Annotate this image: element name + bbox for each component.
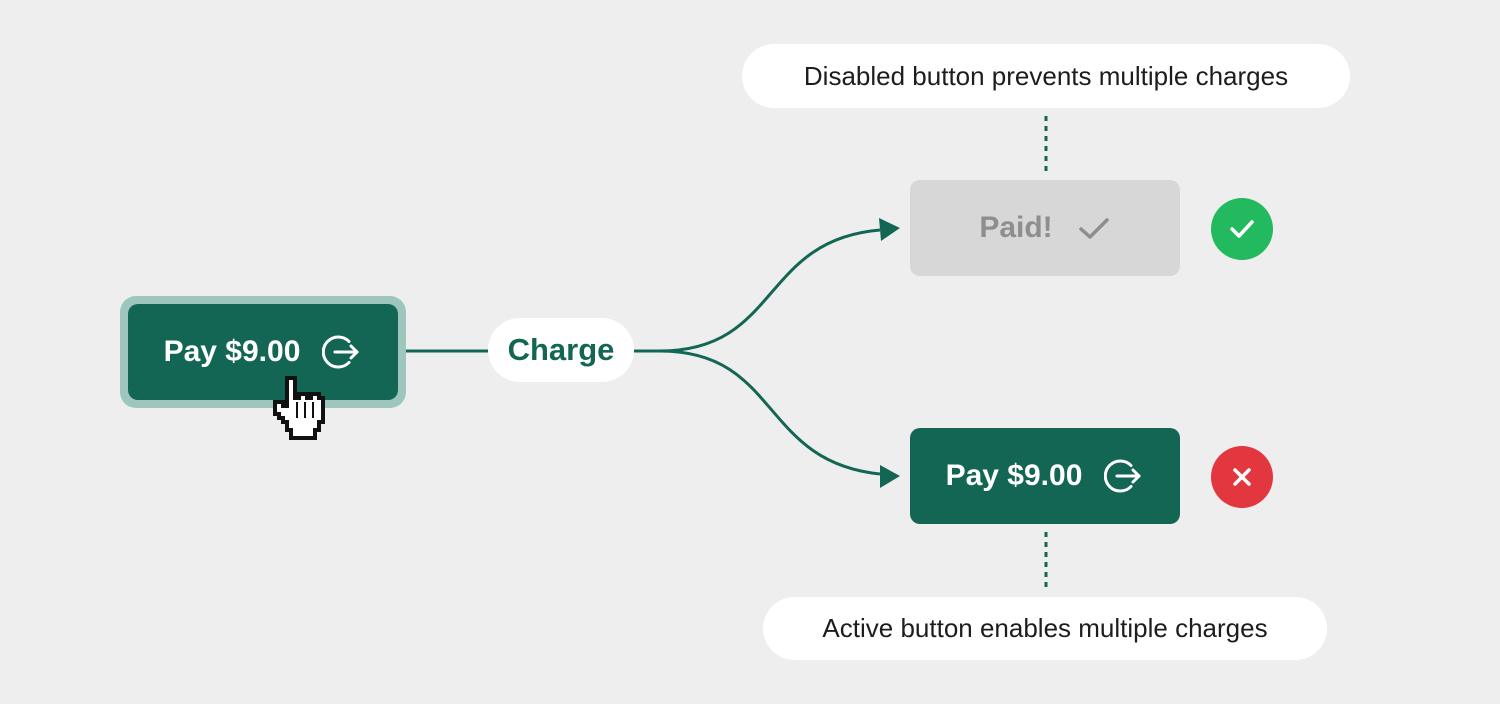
pay-button-active[interactable]: Pay $9.00 xyxy=(910,428,1180,524)
active-note: Active button enables multiple charges xyxy=(763,597,1327,660)
disabled-note: Disabled button prevents multiple charge… xyxy=(742,44,1350,108)
check-icon xyxy=(1077,214,1111,242)
exit-arrow-icon xyxy=(1104,456,1144,496)
hand-pointer-cursor-icon xyxy=(273,376,325,440)
pay-button[interactable]: Pay $9.00 xyxy=(128,304,398,400)
paid-button-label: Paid! xyxy=(979,211,1053,244)
disabled-note-text: Disabled button prevents multiple charge… xyxy=(803,60,1289,91)
paid-button-disabled: Paid! xyxy=(910,180,1180,276)
success-check-icon xyxy=(1211,198,1273,260)
branch-to-paid-arrowhead xyxy=(879,218,900,241)
branch-to-paid-arrow xyxy=(634,228,881,353)
branch-to-active-arrowhead xyxy=(880,465,900,488)
error-x-icon xyxy=(1211,446,1273,508)
pay-button-label: Pay $9.00 xyxy=(163,335,301,368)
active-pay-button-label: Pay $9.00 xyxy=(945,459,1083,492)
active-note-text: Active button enables multiple charges xyxy=(822,613,1268,643)
branch-to-active-arrow xyxy=(659,349,881,476)
charge-label: Charge xyxy=(488,318,634,382)
charge-label-text: Charge xyxy=(507,332,615,367)
exit-arrow-icon xyxy=(322,332,362,372)
